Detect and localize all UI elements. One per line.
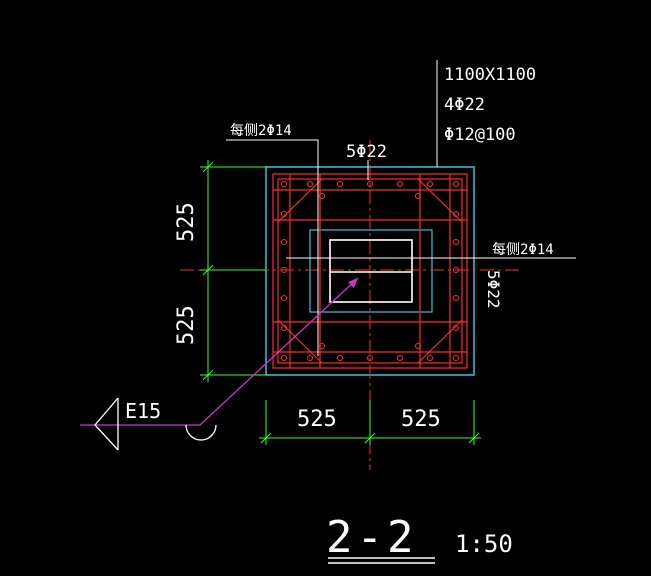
detail-callout: E15	[125, 399, 161, 423]
side-bar-note-left: 每侧2Φ14	[230, 123, 292, 139]
inner-box	[329, 239, 413, 303]
dim-vertical-top: 525	[174, 202, 199, 242]
stirrups-label: Φ12@100	[444, 125, 516, 145]
title-underline	[328, 557, 435, 564]
rebar-dots	[280, 180, 460, 362]
dim-horizontal-right: 525	[401, 407, 441, 432]
column-size-label: 1100X1100	[444, 65, 536, 85]
detail-leader-arrow	[348, 278, 358, 288]
scale-label: 1:50	[455, 530, 513, 558]
main-bars-label: 4Φ22	[444, 95, 485, 115]
side-bar-note-right: 每侧2Φ14	[492, 242, 554, 258]
dim-vertical-bottom: 525	[174, 305, 199, 345]
section-title: 2-2	[326, 512, 417, 563]
dim-horizontal-left: 525	[297, 407, 337, 432]
dimensions	[200, 160, 481, 445]
top-bars-label: 5Φ22	[346, 142, 387, 162]
leader-lines	[226, 60, 576, 356]
section-marker-icon	[94, 397, 217, 451]
side-bars-right-label: 5Φ22	[484, 270, 503, 309]
opening-outline	[309, 229, 433, 313]
detail-leader	[80, 277, 359, 426]
